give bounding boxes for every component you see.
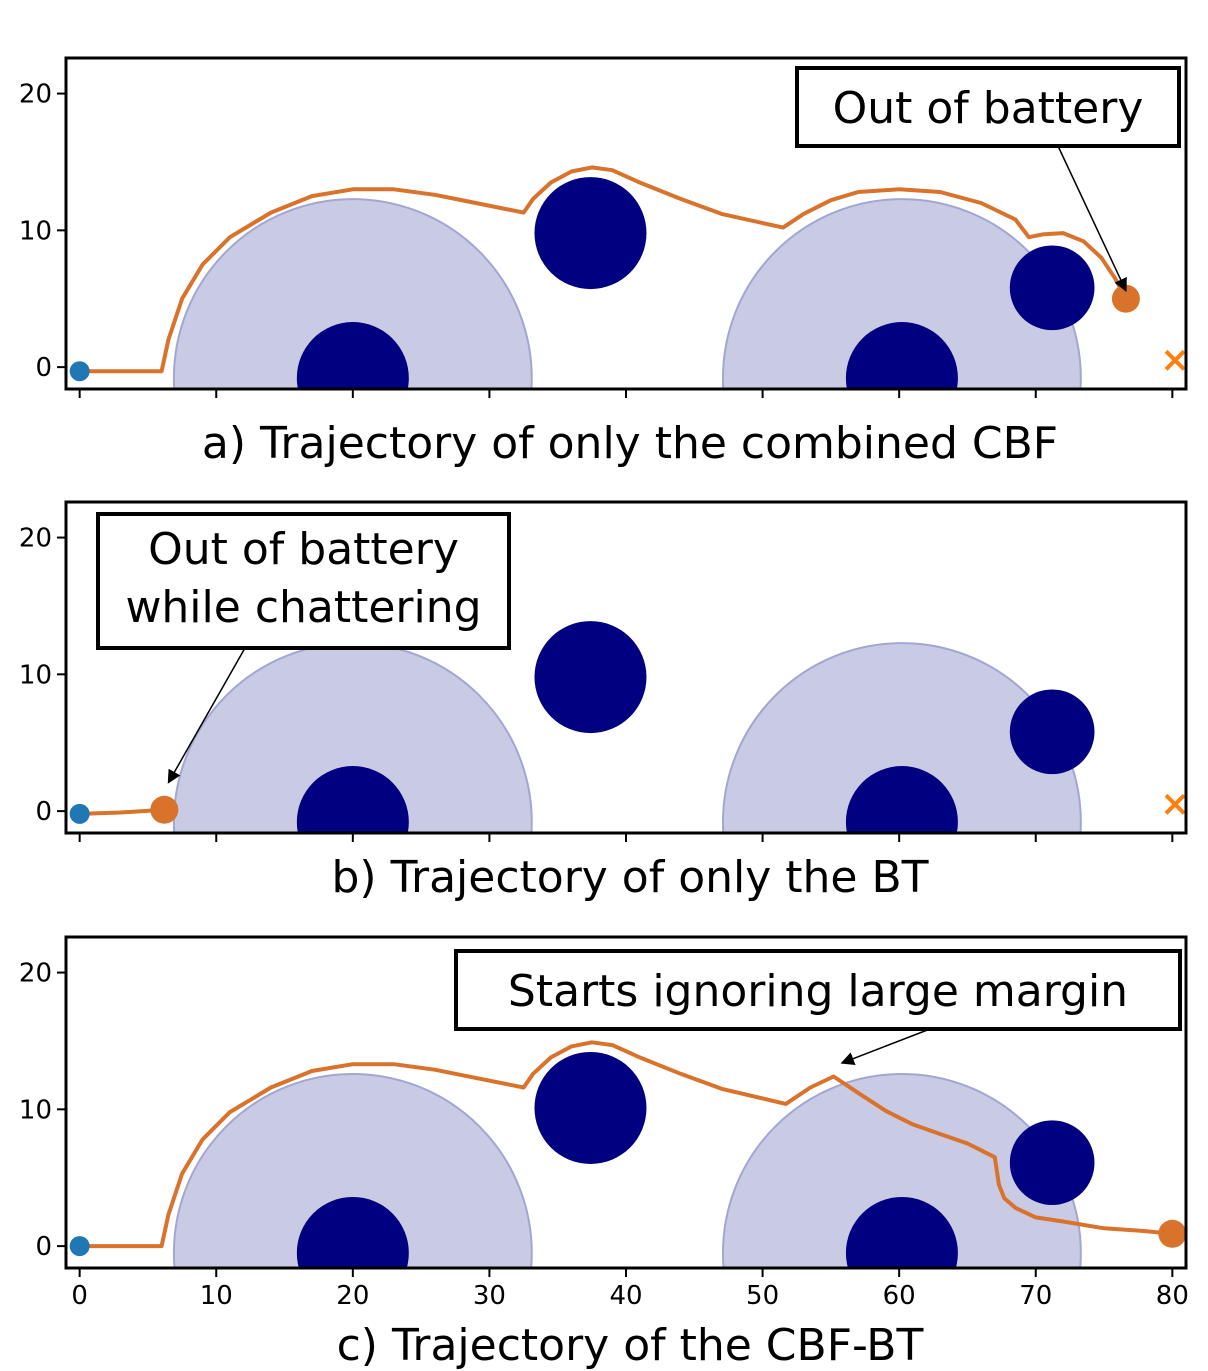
y-tick-label: 0 [35, 1232, 52, 1262]
end-marker [1111, 284, 1140, 313]
x-tick-label: 30 [473, 1281, 506, 1311]
obstacle [1009, 245, 1095, 331]
panel-b: b) Trajectory of only the BT [331, 852, 928, 903]
x-tick-label: 40 [609, 1281, 642, 1311]
x-tick-label: 80 [1156, 1281, 1189, 1311]
y-tick-label: 20 [19, 959, 52, 989]
obstacle [845, 766, 958, 833]
trajectory-line [77, 807, 167, 816]
margin-zone [722, 1073, 1082, 1268]
end-marker [150, 795, 179, 824]
y-tick-label: 20 [19, 80, 52, 110]
obstacle [296, 766, 409, 833]
annotation-arrow [1057, 145, 1127, 292]
panel-b-caption: b) Trajectory of only the BT [331, 852, 928, 903]
annotation-arrow [840, 1028, 931, 1065]
panel-a: a) Trajectory of only the combined CBF [202, 418, 1058, 469]
panel-c-plot: 0 10 20 0 10 20 30 40 50 60 70 80 Starts ignoring la… [19, 935, 1189, 1311]
annotation-arrow [167, 647, 246, 784]
panel-c-plot-area [77, 1040, 1175, 1268]
start-marker [69, 1236, 90, 1257]
panel-c: c) Trajectory of the CBF-BT [337, 1320, 924, 1371]
start-marker [69, 803, 90, 824]
trajectory-line [77, 165, 1128, 374]
panel-a-plot: 0 10 20 Out of battery [19, 56, 1188, 398]
y-tick-label: 10 [19, 216, 52, 246]
margin-zone [172, 1073, 533, 1268]
y-tick-label: 10 [19, 660, 52, 690]
margin-zone [172, 198, 533, 389]
obstacle [845, 322, 958, 389]
y-tick-label: 10 [19, 1095, 52, 1125]
goal-marker [1164, 349, 1186, 371]
x-tick-label: 10 [200, 1281, 233, 1311]
annotation-text: while chattering [125, 582, 481, 633]
x-tick-label: 60 [883, 1281, 916, 1311]
x-tick-label: 70 [1019, 1281, 1052, 1311]
obstacle [296, 1196, 409, 1268]
annotation-box [454, 949, 1182, 1031]
panel-a-caption: a) Trajectory of only the combined CBF [202, 418, 1058, 469]
obstacle [534, 1051, 647, 1164]
y-tick-label: 0 [35, 353, 52, 383]
obstacle [1009, 689, 1095, 775]
obstacle [1009, 1120, 1095, 1206]
end-marker [1158, 1219, 1187, 1248]
annotation-box [795, 66, 1181, 148]
panel-b-plot-area [77, 621, 1095, 833]
annotation-text: Starts ignoring large margin [508, 966, 1128, 1017]
panel-c-caption: c) Trajectory of the CBF-BT [337, 1320, 924, 1371]
y-tick-label: 20 [19, 524, 52, 554]
start-marker [69, 361, 90, 382]
goal-marker [1164, 793, 1186, 815]
annotation-text: Out of battery [148, 524, 459, 575]
margin-zone [722, 642, 1082, 833]
annotation-box [96, 512, 511, 650]
trajectory-line [77, 1040, 1175, 1249]
x-tick-label: 50 [746, 1281, 779, 1311]
panel-b-plot: 0 10 20 Out of battery while chattering [19, 500, 1188, 842]
obstacle [534, 621, 647, 734]
x-tick-label: 0 [71, 1281, 88, 1311]
margin-zone [722, 198, 1082, 389]
x-tick-label: 20 [336, 1281, 369, 1311]
panel-a-plot-area [77, 165, 1128, 389]
obstacle [534, 177, 647, 290]
obstacle [845, 1196, 958, 1268]
y-tick-label: 0 [35, 797, 52, 827]
annotation-text: Out of battery [833, 83, 1144, 134]
obstacle [296, 322, 409, 389]
